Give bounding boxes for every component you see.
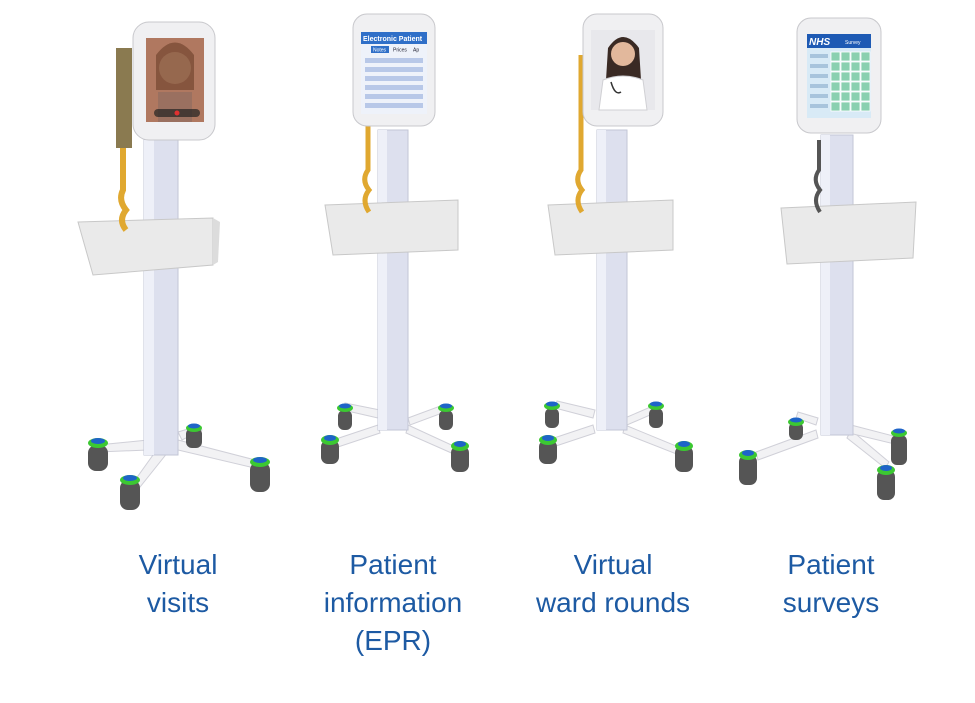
cart-virtual-visits-illustration bbox=[77, 21, 270, 510]
caption-virtual-ward-rounds: Virtual ward rounds bbox=[503, 546, 723, 622]
cart-virtual-ward-rounds-illustration bbox=[539, 13, 693, 472]
cart-virtual-visits: Virtual visits bbox=[68, 0, 288, 703]
caption-line: (EPR) bbox=[354, 625, 432, 656]
caption-line: surveys bbox=[782, 587, 880, 618]
caption-line: ward rounds bbox=[535, 587, 691, 618]
epr-tab: Notes bbox=[373, 48, 387, 54]
caption-virtual-visits: Virtual visits bbox=[68, 546, 288, 622]
caption-line: Virtual bbox=[573, 549, 653, 580]
caption-line: Virtual bbox=[138, 549, 218, 580]
caption-line: Patient bbox=[787, 549, 875, 580]
caption-line: Patient bbox=[349, 549, 437, 580]
cart-patient-surveys-illustration: NHS Survey bbox=[739, 17, 917, 500]
epr-screen-title: Electronic Patient bbox=[363, 36, 423, 43]
epr-tab: Prices bbox=[393, 48, 407, 54]
cart-patient-surveys: NHS Survey Patient surveys bbox=[721, 0, 941, 703]
caption-patient-surveys: Patient surveys bbox=[721, 546, 941, 622]
cart-patient-information-illustration: Electronic Patient Notes Prices Ap bbox=[321, 13, 469, 472]
epr-tab: Ap bbox=[413, 48, 419, 54]
caption-line: information bbox=[323, 587, 463, 618]
wheel bbox=[88, 438, 108, 471]
cart-virtual-ward-rounds: Virtual ward rounds bbox=[503, 0, 723, 703]
survey-screen-title: Survey bbox=[845, 40, 861, 46]
nhs-logo-text: NHS bbox=[809, 37, 830, 48]
caption-line: visits bbox=[146, 587, 210, 618]
caption-patient-information: Patient information (EPR) bbox=[283, 546, 503, 660]
cart-patient-information: Electronic Patient Notes Prices Ap Patie… bbox=[283, 0, 503, 703]
